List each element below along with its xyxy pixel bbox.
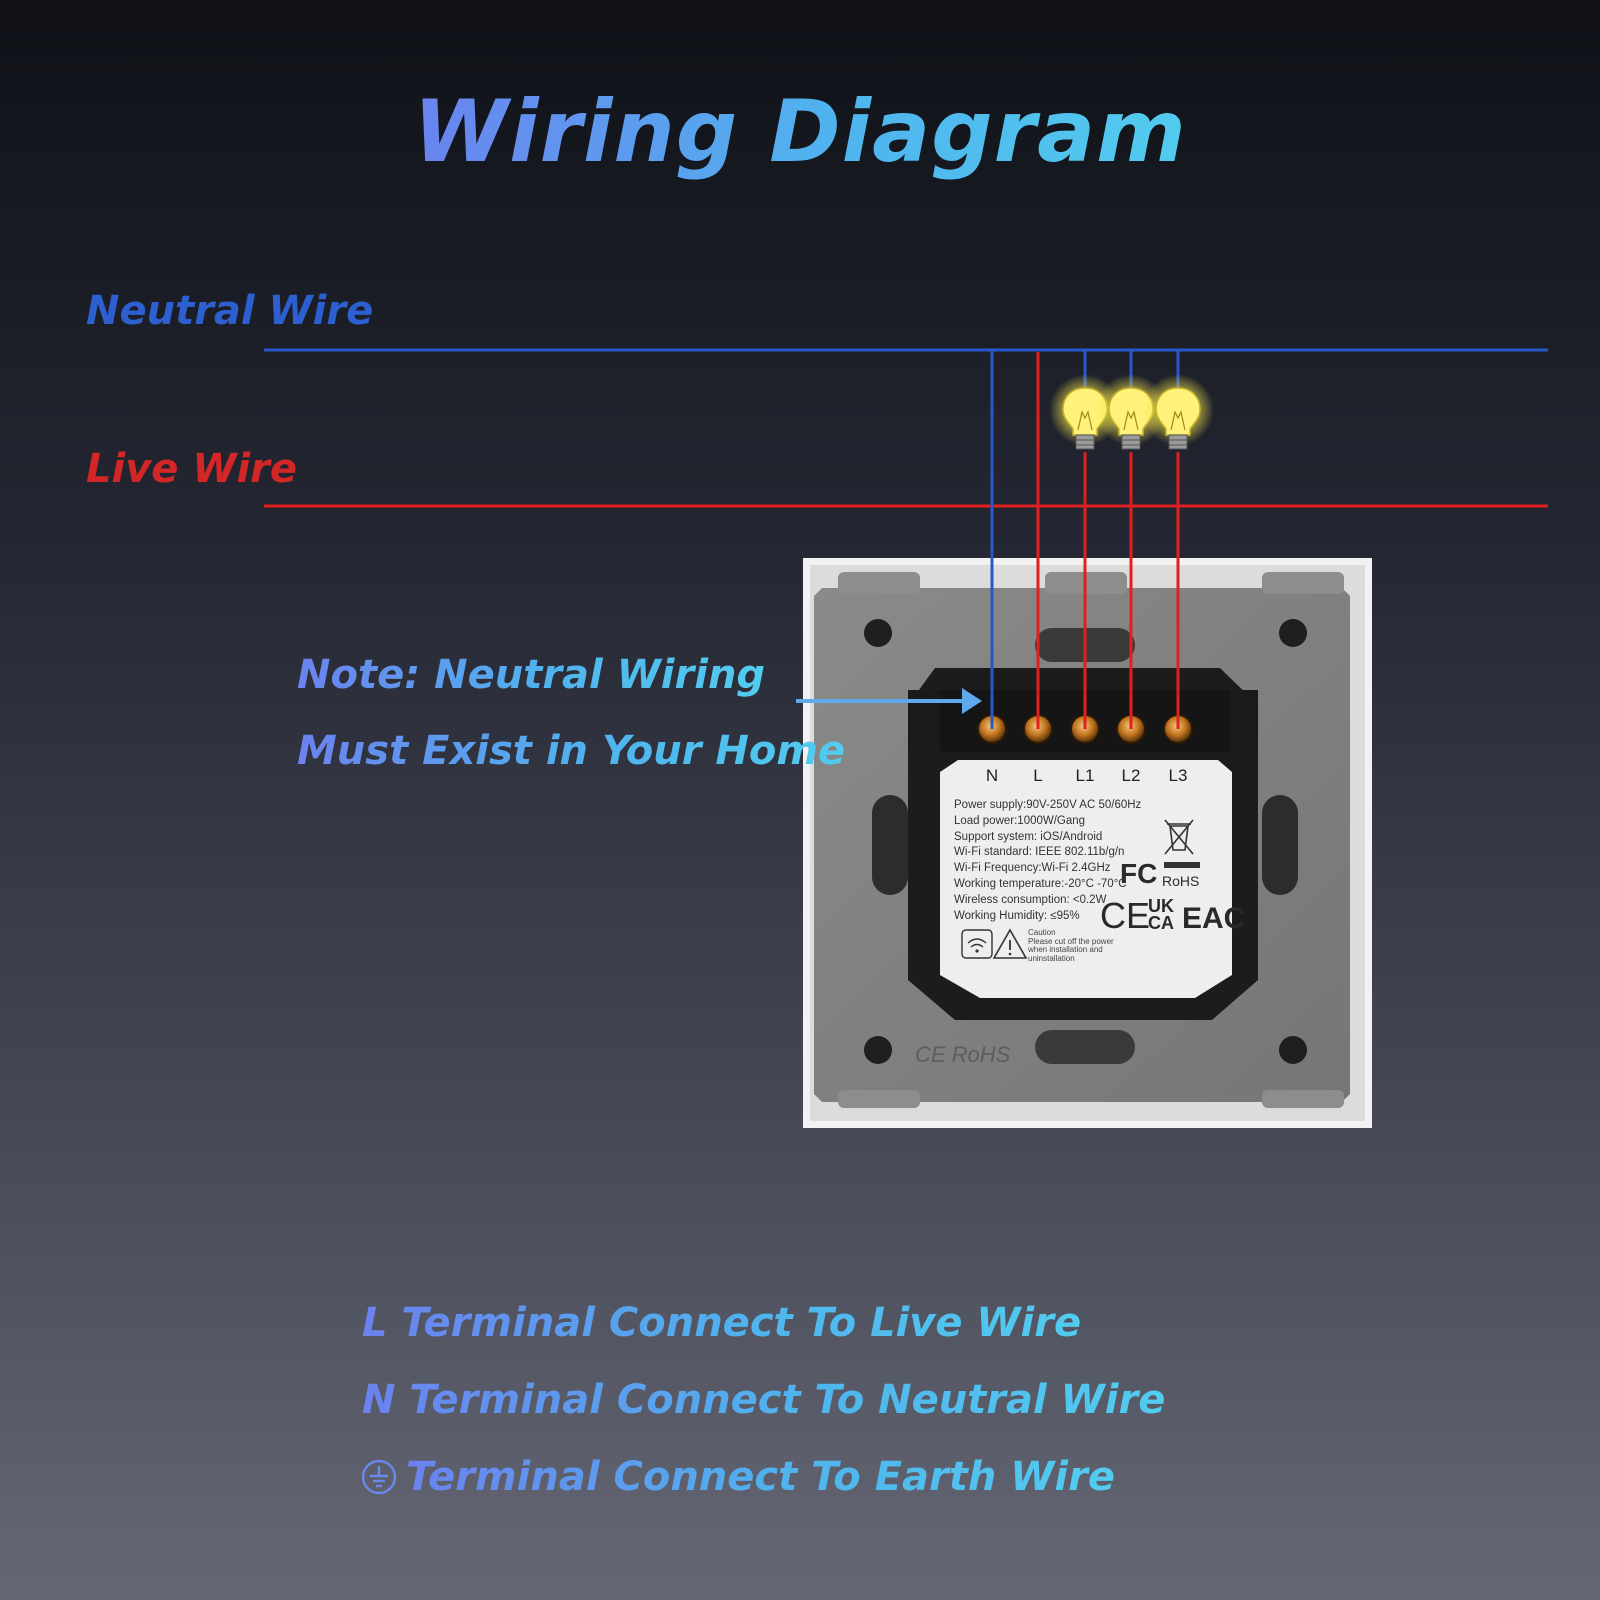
light-bulb-icon: [1142, 374, 1214, 450]
spec-wifi-frequency: Wi-Fi Frequency:Wi-Fi 2.4GHz: [954, 862, 1111, 875]
title-text: Wiring Diagram: [403, 82, 1196, 182]
ce-mark: CE: [1100, 895, 1150, 936]
terminal-screws: [977, 714, 1193, 744]
terminal-label-l1: L1: [1075, 766, 1095, 785]
note-arrow-icon: [796, 688, 982, 714]
neutral-wire-label: Neutral Wire: [86, 288, 374, 334]
terminal-label-l: L: [1033, 766, 1043, 785]
rohs-mark: RoHS: [1162, 873, 1199, 889]
caution-body: Please cut off the power when installati…: [1028, 936, 1114, 963]
earth-ground-icon: [361, 1459, 397, 1495]
spec-support-system: Support system: iOS/Android: [954, 830, 1103, 843]
weee-bin-icon: [1164, 819, 1194, 855]
note-line-2: Must Exist in Your Home: [297, 728, 846, 774]
live-wire-label: Live Wire: [86, 446, 298, 492]
wifi-icon: [961, 929, 993, 959]
terminal-label-n: N: [985, 766, 999, 785]
instruction-earth: Terminal Connect To Earth Wire: [360, 1454, 1115, 1500]
spec-load-power: Load power:1000W/Gang: [954, 814, 1086, 827]
page-title: Wiring Diagram: [0, 82, 1600, 182]
light-bulb-icon: [1049, 374, 1121, 450]
caution-note: Caution Please cut off the power when in…: [1028, 928, 1128, 963]
spec-label: [940, 760, 1232, 998]
note-line-1: Note: Neutral Wiring: [297, 652, 766, 698]
spec-wireless-consumption: Wireless consumption: <0.2W: [954, 893, 1107, 906]
warning-icon: [992, 928, 1028, 959]
instruction-live: L Terminal Connect To Live Wire: [362, 1300, 1082, 1346]
spec-working-humidity: Working Humidity: ≤95%: [954, 909, 1080, 922]
terminal-label-l3: L3: [1168, 766, 1188, 785]
spec-wifi-standard: Wi-Fi standard: IEEE 802.11b/g/n: [954, 846, 1125, 859]
molded-mark: CE RoHS: [915, 1042, 1011, 1067]
spec-list: Power supply:90V-250V AC 50/60Hz Load po…: [954, 798, 1141, 924]
ukca-mark-top: UK: [1148, 896, 1174, 916]
spec-power-supply: Power supply:90V-250V AC 50/60Hz: [954, 799, 1142, 811]
eac-mark: EAC: [1182, 902, 1245, 935]
spec-working-temperature: Working temperature:-20°C -70°C: [954, 877, 1127, 890]
instruction-neutral: N Terminal Connect To Neutral Wire: [362, 1377, 1166, 1423]
ukca-mark-bottom: CA: [1148, 913, 1174, 933]
terminal-label-l2: L2: [1121, 766, 1141, 785]
fc-mark: FC: [1120, 858, 1157, 889]
caution-title: Caution: [1028, 928, 1056, 937]
